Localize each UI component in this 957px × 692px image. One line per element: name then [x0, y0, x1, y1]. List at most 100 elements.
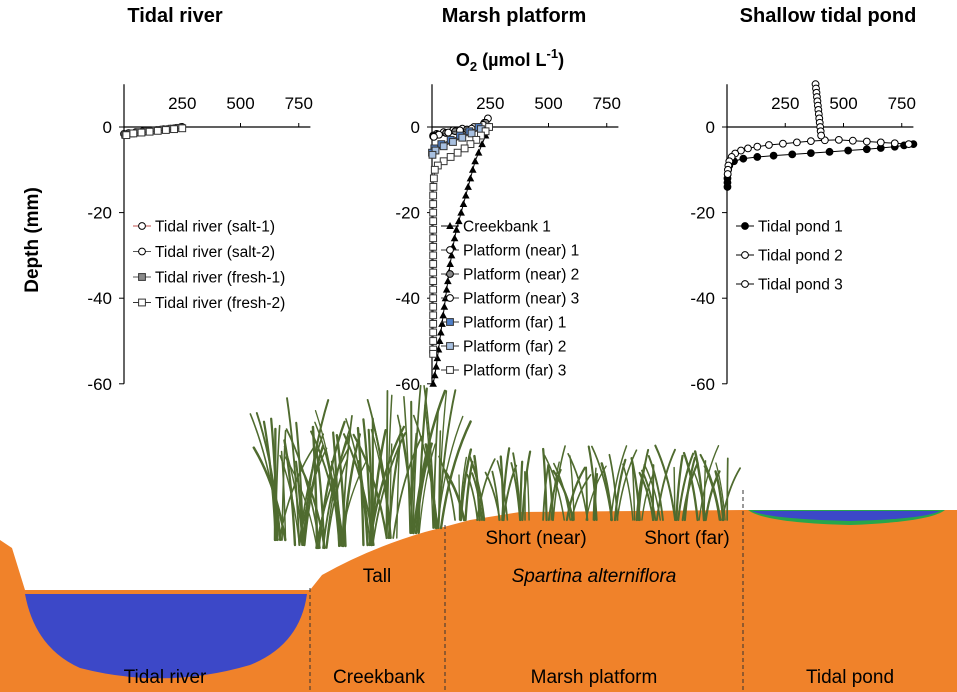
data-point: [435, 337, 444, 344]
grass-blade: [370, 428, 392, 539]
legend-marker: [446, 366, 454, 374]
plant-label-short-far: Short (far): [644, 528, 730, 549]
grass-blade: [401, 432, 414, 534]
legend-label: Creekbank 1: [463, 219, 551, 236]
grass-blade: [526, 471, 530, 521]
data-point: [145, 127, 154, 136]
legend-marker: [446, 270, 454, 278]
grass-blade: [301, 399, 330, 547]
legend-entry: Platform (far) 1: [441, 315, 566, 332]
pond-water: [752, 511, 940, 521]
data-point: [466, 140, 475, 149]
data-point: [461, 191, 470, 199]
grass-blade: [367, 428, 374, 547]
data-point: [429, 132, 438, 141]
grass-blade: [654, 444, 677, 522]
data-point: [862, 145, 871, 154]
grass-blade: [715, 462, 726, 521]
data-point: [904, 140, 913, 149]
legend-marker: [446, 318, 454, 326]
x-tick-label: 250: [771, 94, 799, 113]
panel-title-platform: Marsh platform: [442, 5, 586, 27]
y-tick-label: -20: [87, 204, 112, 223]
data-point: [429, 251, 438, 260]
grass-blade: [339, 459, 368, 547]
data-point: [723, 183, 732, 191]
grass-blade: [295, 421, 305, 547]
data-point: [481, 127, 490, 136]
y-tick-label: -60: [395, 375, 420, 394]
data-point: [788, 150, 797, 159]
grass-blade: [396, 425, 402, 539]
series-line: [726, 143, 914, 187]
grass-blade: [693, 450, 706, 522]
data-point: [825, 147, 834, 156]
series-platform-0: [429, 123, 493, 387]
data-point: [429, 277, 438, 285]
plant-label-species: Spartina alterniflora: [512, 566, 677, 587]
legend-marker: [138, 247, 146, 256]
legend-label: Platform (near) 1: [463, 243, 579, 260]
data-point: [460, 144, 469, 153]
data-point: [458, 133, 467, 142]
grass-blade: [278, 447, 315, 541]
grass-blade: [637, 448, 650, 522]
data-point: [464, 182, 472, 190]
x-tick-label: 500: [534, 94, 562, 113]
legend-entry: Platform (near) 3: [441, 291, 579, 308]
data-point: [429, 234, 438, 243]
y-tick-label: -60: [690, 375, 715, 394]
legend-marker: [446, 222, 454, 229]
data-point: [806, 149, 815, 158]
data-point: [447, 251, 456, 259]
grass-blade: [675, 454, 684, 522]
data-point: [437, 328, 445, 336]
grass-blade: [249, 413, 281, 541]
data-point: [723, 170, 732, 178]
data-point: [432, 362, 440, 370]
plant-label-tall: Tall: [363, 566, 392, 587]
legend-marker: [741, 251, 749, 259]
grass-blade: [552, 469, 575, 522]
grass-blade: [677, 452, 695, 522]
data-point: [739, 154, 748, 163]
grass-blade: [698, 445, 720, 521]
data-point: [817, 131, 826, 140]
grass-blade: [315, 448, 349, 549]
grass-blade: [565, 466, 586, 522]
legend-marker: [446, 246, 454, 254]
grass-blade: [314, 421, 345, 547]
data-point: [765, 141, 773, 149]
data-point: [477, 131, 485, 140]
legend-entry: Tidal pond 2: [736, 248, 843, 265]
plant-label-short-near: Short (near): [485, 528, 586, 549]
data-point: [433, 354, 442, 362]
data-point: [429, 349, 438, 358]
x-axis-unit-end: ): [558, 50, 564, 70]
data-point: [471, 157, 479, 165]
legend-label: Tidal river (fresh-2): [155, 295, 285, 312]
legend-river: Tidal river (salt-1)Tidal river (salt-2)…: [133, 219, 285, 312]
data-point: [429, 217, 438, 226]
data-point: [468, 165, 477, 173]
data-point: [429, 200, 438, 208]
data-point: [439, 157, 448, 166]
x-axis-unit-label: O2 (µmol L-1): [456, 46, 564, 74]
grass-blade: [392, 435, 423, 539]
legend-label: Platform (near) 3: [463, 291, 579, 308]
grass-blade: [569, 455, 575, 521]
y-tick-label: 0: [411, 118, 420, 137]
legend-entry: Tidal river (fresh-1): [133, 270, 285, 287]
grass-blade: [262, 420, 277, 542]
x-tick-label: 500: [226, 94, 254, 113]
river-water: [25, 594, 307, 679]
data-point: [429, 225, 438, 234]
grass-blade: [681, 462, 699, 522]
series-pond-0: [723, 140, 918, 191]
data-point: [429, 208, 438, 217]
legend-marker: [446, 294, 454, 302]
x-axis-unit-base: O: [456, 50, 470, 70]
y-tick-label: -20: [690, 204, 715, 223]
